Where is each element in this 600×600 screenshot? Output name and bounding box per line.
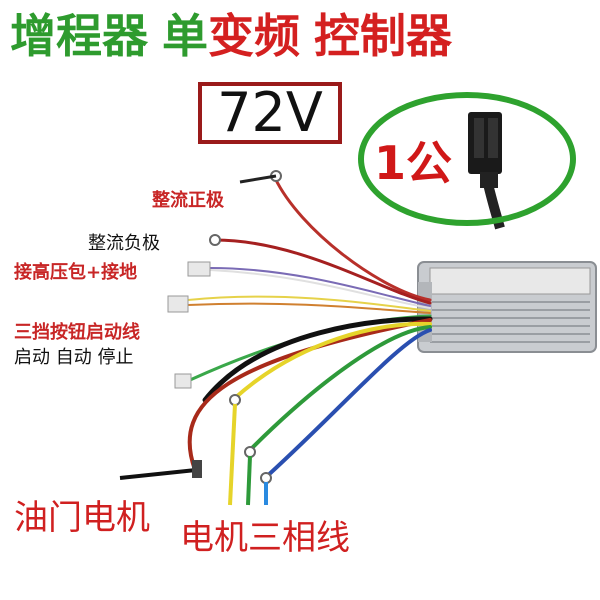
label-hv-coil-ground: 接高压包+接地 (14, 262, 138, 283)
label-throttle-motor: 油门电机 (14, 498, 150, 538)
label-modes: 启动 自动 停止 (14, 347, 134, 368)
title-part-single: 单 (162, 9, 208, 63)
voltage-badge: 72V (198, 82, 342, 144)
title-part-controller: 控制器 (314, 9, 452, 63)
title-part-inverter: 变频 (208, 9, 300, 63)
connector-highlight-oval (358, 92, 576, 226)
label-rectifier-positive: 整流正极 (152, 190, 224, 211)
label-rectifier-negative: 整流负极 (88, 233, 160, 254)
title-part-range-extender: 增程器 (10, 9, 148, 63)
wire-bundle (187, 176, 433, 480)
controller-box (417, 261, 597, 353)
wire-terminals (119, 170, 282, 506)
label-motor-three-phase: 电机三相线 (180, 518, 350, 558)
label-three-speed-button: 三挡按钮启动线 (14, 322, 140, 343)
product-title: 增程器单变频控制器 (10, 8, 590, 64)
connector-label: 1公 (374, 136, 453, 190)
